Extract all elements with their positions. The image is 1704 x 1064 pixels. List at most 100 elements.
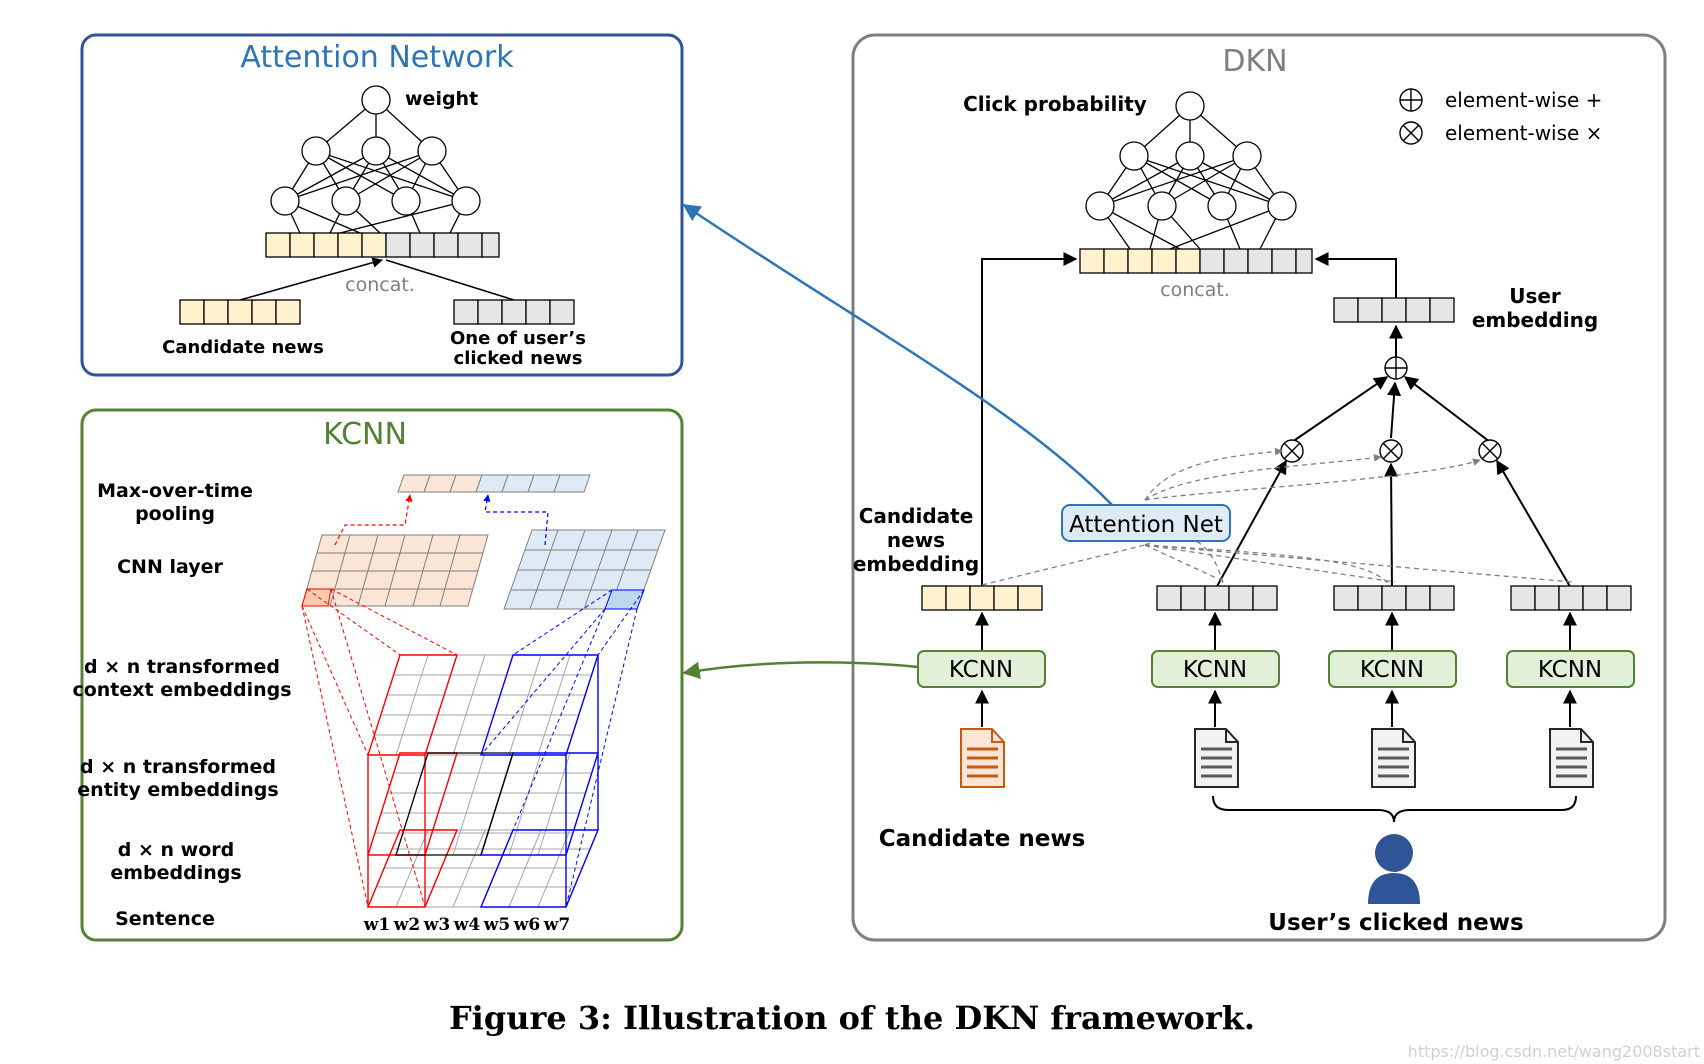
candidate-document-icon (960, 728, 1005, 788)
neuron (391, 186, 421, 216)
kcnn-box: KCNN (1506, 650, 1635, 688)
word-4: w4 (453, 915, 481, 935)
entity-emb-label-2: entity embeddings (77, 779, 278, 801)
projection-lines-blue (480, 589, 645, 908)
word-6: w6 (513, 915, 540, 935)
click-probability-label: Click probability (963, 92, 1147, 116)
watermark: https://blog.csdn.net/wang2008start (1408, 1042, 1700, 1061)
dkn-concat-vector (1079, 248, 1313, 274)
kcnn-box-label: KCNN (949, 657, 1013, 683)
neuron (1175, 141, 1205, 171)
attention-link-arrow (682, 203, 1113, 506)
neuron (1085, 191, 1115, 221)
embedding-stack (367, 654, 599, 908)
neuron (301, 136, 331, 166)
clicked-news-brace (1212, 795, 1577, 823)
entity-emb-label-1: d × n transformed (80, 756, 276, 778)
user-icon (1368, 834, 1420, 904)
kcnn-box-label: KCNN (1360, 657, 1424, 683)
filter-window-black (395, 752, 514, 856)
weight-label: weight (405, 88, 478, 110)
dkn-concat-label: concat. (1160, 279, 1230, 301)
attention-network-panel: Attention Network weight (80, 33, 684, 377)
attention-net-label: Attention Net (1069, 512, 1223, 538)
kcnn-panel: KCNN Max-over-time pooling CNN layer d ×… (72, 408, 684, 942)
word-1: w1 (363, 915, 390, 935)
candidate-to-concat-arrow (981, 252, 1078, 590)
weight-node-times-icon (1379, 439, 1403, 463)
projection-lines-red (301, 588, 458, 908)
candidate-embedding-vector (921, 585, 1043, 611)
clicked-document-icon (1194, 728, 1239, 788)
clicked-embedding-vector (1333, 585, 1455, 611)
kcnn-link-arrow (682, 661, 919, 679)
sum-node-plus-icon (1384, 356, 1408, 380)
times-icon (1399, 121, 1423, 145)
cnn-feature-map-red (301, 534, 489, 607)
word-7: w7 (543, 915, 570, 935)
candidate-embedding-label-2: news (887, 528, 945, 552)
figure-caption: Figure 3: Illustration of the DKN framew… (449, 999, 1255, 1037)
maxpool-label-2: pooling (135, 503, 215, 525)
kcnn-title: KCNN (323, 417, 407, 452)
clicked-document-icon (1549, 728, 1594, 788)
neuron (361, 85, 391, 115)
neuron (1175, 91, 1205, 121)
neuron (1232, 141, 1262, 171)
attention-mlp (270, 85, 481, 234)
word-emb-label-1: d × n word (118, 839, 234, 861)
attention-clicked-label-1: One of user’s (450, 328, 586, 349)
neuron (331, 186, 361, 216)
kcnn-box-label: KCNN (1538, 657, 1602, 683)
legend: element-wise + element-wise × (1399, 88, 1602, 145)
kcnn-box: KCNN (1151, 650, 1280, 688)
sentence-words: w1 w2 w3 w4 w5 w6 w7 (363, 915, 570, 935)
attention-candidate-vector (179, 299, 301, 325)
weight-node-times-icon (1478, 439, 1502, 463)
word-5: w5 (483, 915, 510, 935)
word-emb-label-2: embeddings (110, 862, 241, 884)
maxpool-vector (397, 474, 591, 493)
attention-network-title: Attention Network (240, 40, 514, 75)
neuron (451, 186, 481, 216)
user-to-concat-arrow (1314, 252, 1397, 298)
context-emb-label-2: context embeddings (72, 679, 291, 701)
clicked-embedding-vector (1156, 585, 1278, 611)
pool-link-red (334, 494, 413, 546)
candidate-embedding-label-3: embedding (853, 552, 979, 576)
user-embedding-label-1: User (1509, 284, 1561, 308)
attention-concat-label: concat. (345, 274, 415, 296)
neuron (1267, 191, 1297, 221)
dkn-mlp (1085, 91, 1297, 250)
clicked-document-icon (1371, 728, 1416, 788)
legend-times-label: element-wise × (1445, 121, 1602, 145)
neuron (1147, 191, 1177, 221)
neuron (1119, 141, 1149, 171)
dkn-panel: DKN element-wise + element-wise × Click … (682, 33, 1667, 942)
cnn-feature-map-blue (503, 529, 666, 610)
filter-window-red (366, 654, 459, 908)
user-embedding-label-2: embedding (1472, 308, 1598, 332)
word-2: w2 (393, 915, 420, 935)
pool-link-blue (483, 494, 549, 546)
kcnn-box-label: KCNN (1183, 657, 1247, 683)
legend-plus-label: element-wise + (1445, 88, 1602, 112)
maxpool-label-1: Max-over-time (97, 480, 253, 502)
word-3: w3 (423, 915, 450, 935)
context-emb-label-1: d × n transformed (84, 656, 280, 678)
user-embedding-vector (1333, 297, 1455, 323)
attention-concat-vector (265, 232, 500, 258)
cnn-layer-label: CNN layer (117, 556, 223, 578)
neuron (270, 186, 300, 216)
attention-net-box: Attention Net (1061, 504, 1231, 542)
dkn-title: DKN (1222, 44, 1287, 79)
kcnn-box: KCNN (917, 650, 1046, 688)
weight-node-times-icon (1280, 439, 1304, 463)
neuron (1207, 191, 1237, 221)
candidate-news-label: Candidate news (879, 826, 1086, 852)
attention-candidate-label: Candidate news (162, 337, 324, 358)
filter-window-blue (479, 654, 600, 908)
neuron (417, 136, 447, 166)
attention-clicked-vector (453, 299, 575, 325)
